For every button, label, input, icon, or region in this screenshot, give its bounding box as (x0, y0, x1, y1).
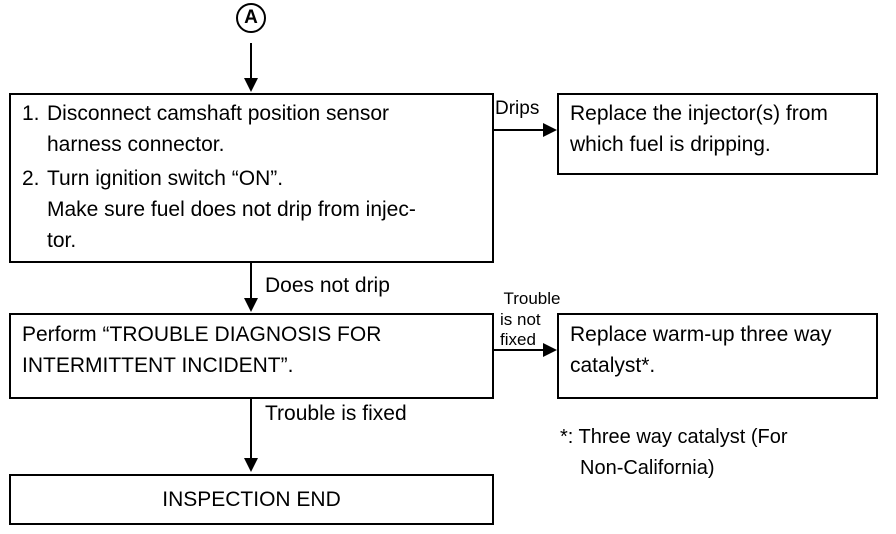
arrow-a-to-step1-head (244, 78, 258, 92)
step1-item2-line2: Make sure fuel does not drip from injec- (47, 198, 416, 221)
edge-label-does-not-drip: Does not drip (265, 274, 390, 297)
replace-catalyst-line1: Replace warm-up three way (570, 323, 832, 346)
step1-item1-number: 1. (22, 102, 40, 125)
step1-item2-line3: tor. (47, 229, 77, 252)
inspection-end-label: INSPECTION END (162, 488, 341, 511)
replace-catalyst-line2: catalyst*. (570, 354, 656, 377)
edge-label-not-fixed-line3: fixed (500, 330, 536, 349)
step1-box (9, 93, 494, 263)
step1-item1-line1: Disconnect camshaft position sensor (47, 102, 389, 125)
step1-item2-number: 2. (22, 167, 40, 190)
edge-label-drips: Drips (495, 98, 540, 119)
replace-injector-line1: Replace the injector(s) from (570, 102, 828, 125)
replace-injector-box (557, 93, 878, 175)
replace-injector-line2: which fuel is dripping. (570, 133, 771, 156)
edge-label-not-fixed-line1: Trouble (503, 289, 561, 308)
connector-circle (236, 3, 266, 33)
footnote-line1: *: Three way catalyst (For (560, 426, 788, 448)
arrow-not-fixed-head (543, 343, 557, 357)
arrow-drips-head (543, 123, 557, 137)
step1-item2-line1: Turn ignition switch “ON”. (47, 167, 284, 190)
step2-box (9, 313, 494, 399)
replace-catalyst-box (557, 313, 878, 399)
arrow-fixed-head (244, 458, 258, 472)
connector-label: A (244, 7, 258, 28)
edge-label-fixed: Trouble is fixed (265, 402, 407, 425)
step2-line1: Perform “TROUBLE DIAGNOSIS FOR (22, 323, 382, 346)
step2-line2: INTERMITTENT INCIDENT”. (22, 354, 294, 377)
arrow-does-not-drip-head (244, 298, 258, 312)
footnote-line2: Non-California) (580, 457, 715, 479)
inspection-end-box (9, 474, 494, 525)
edge-label-not-fixed-line2: is not (500, 310, 541, 329)
step1-item1-line2: harness connector. (47, 133, 225, 156)
